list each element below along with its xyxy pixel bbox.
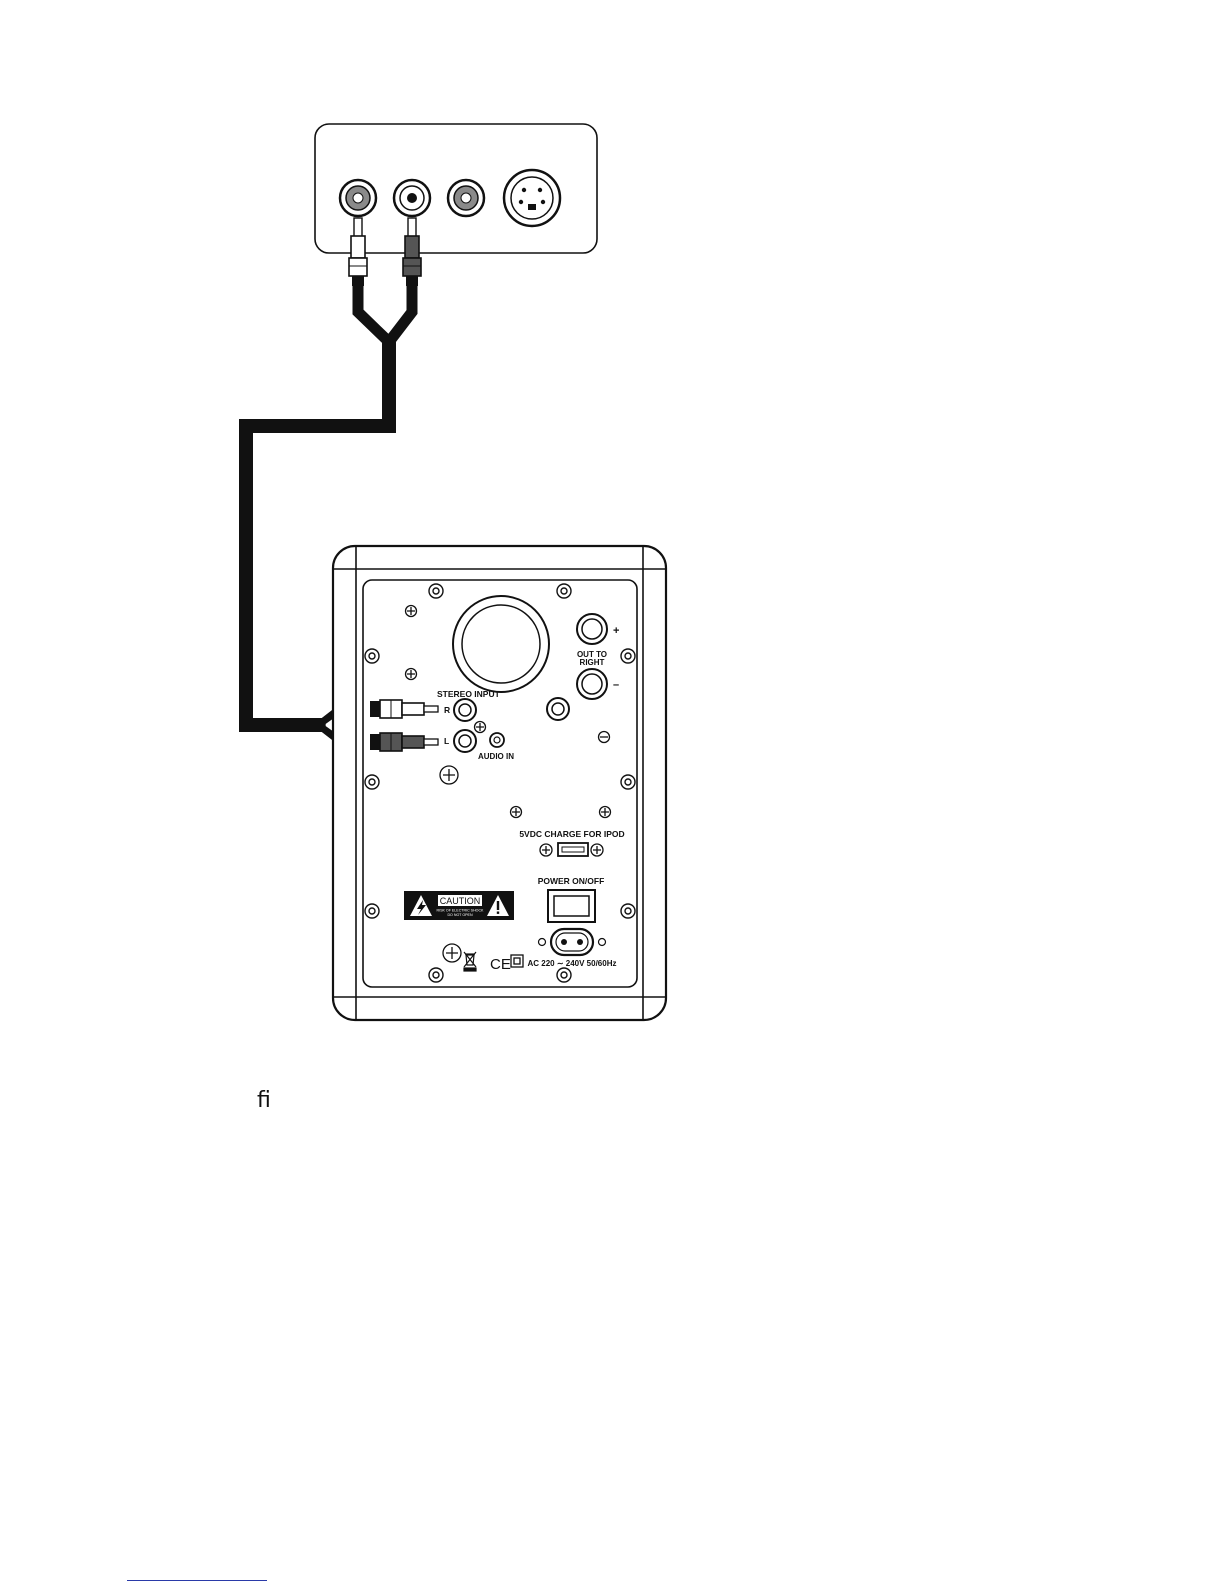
caution-subtext-2: DO NOT OPEN <box>447 913 472 917</box>
audio-in-jack <box>490 733 504 747</box>
usb-port <box>558 843 588 856</box>
terminal-plus-label: + <box>613 625 619 637</box>
caution-subtext-1: RISK OF ELECTRIC SHOCK <box>437 909 485 913</box>
speaker-terminal-plus <box>577 614 607 644</box>
speaker-rear-panel: + – OUT TO RIGHT STEREO INPUT R L AUDIO … <box>333 546 666 1020</box>
footer-underline <box>127 1580 267 1581</box>
ce-mark-icon: CE <box>490 956 511 973</box>
stereo-input-label: STEREO INPUT <box>437 689 501 699</box>
source-jack-left <box>340 180 376 216</box>
caution-text: CAUTION <box>440 896 481 906</box>
caution-label: CAUTION RISK OF ELECTRIC SHOCK DO NOT OP… <box>404 891 514 920</box>
svideo-port <box>504 170 560 226</box>
channel-r-label: R <box>444 705 450 715</box>
source-jack-right <box>394 180 430 216</box>
audio-in-label: AUDIO IN <box>478 752 514 761</box>
stereo-input-jack-l <box>454 730 476 752</box>
power-switch <box>548 890 595 922</box>
caption-glyph: ﬁ <box>257 1088 271 1113</box>
bass-port <box>453 596 549 692</box>
ipod-charge-label: 5VDC CHARGE FOR IPOD <box>519 829 624 839</box>
stereo-input-jack-r <box>454 699 476 721</box>
power-switch-label: POWER ON/OFF <box>538 876 605 886</box>
terminal-minus-label: – <box>613 679 619 691</box>
source-jack-video <box>448 180 484 216</box>
out-to-right-label-2: RIGHT <box>580 658 605 667</box>
channel-l-label: L <box>444 736 449 746</box>
speaker-terminal-minus <box>577 669 607 699</box>
volume-jack <box>547 698 569 720</box>
power-rating-label: AC 220 ∼ 240V 50/60Hz <box>528 959 617 968</box>
